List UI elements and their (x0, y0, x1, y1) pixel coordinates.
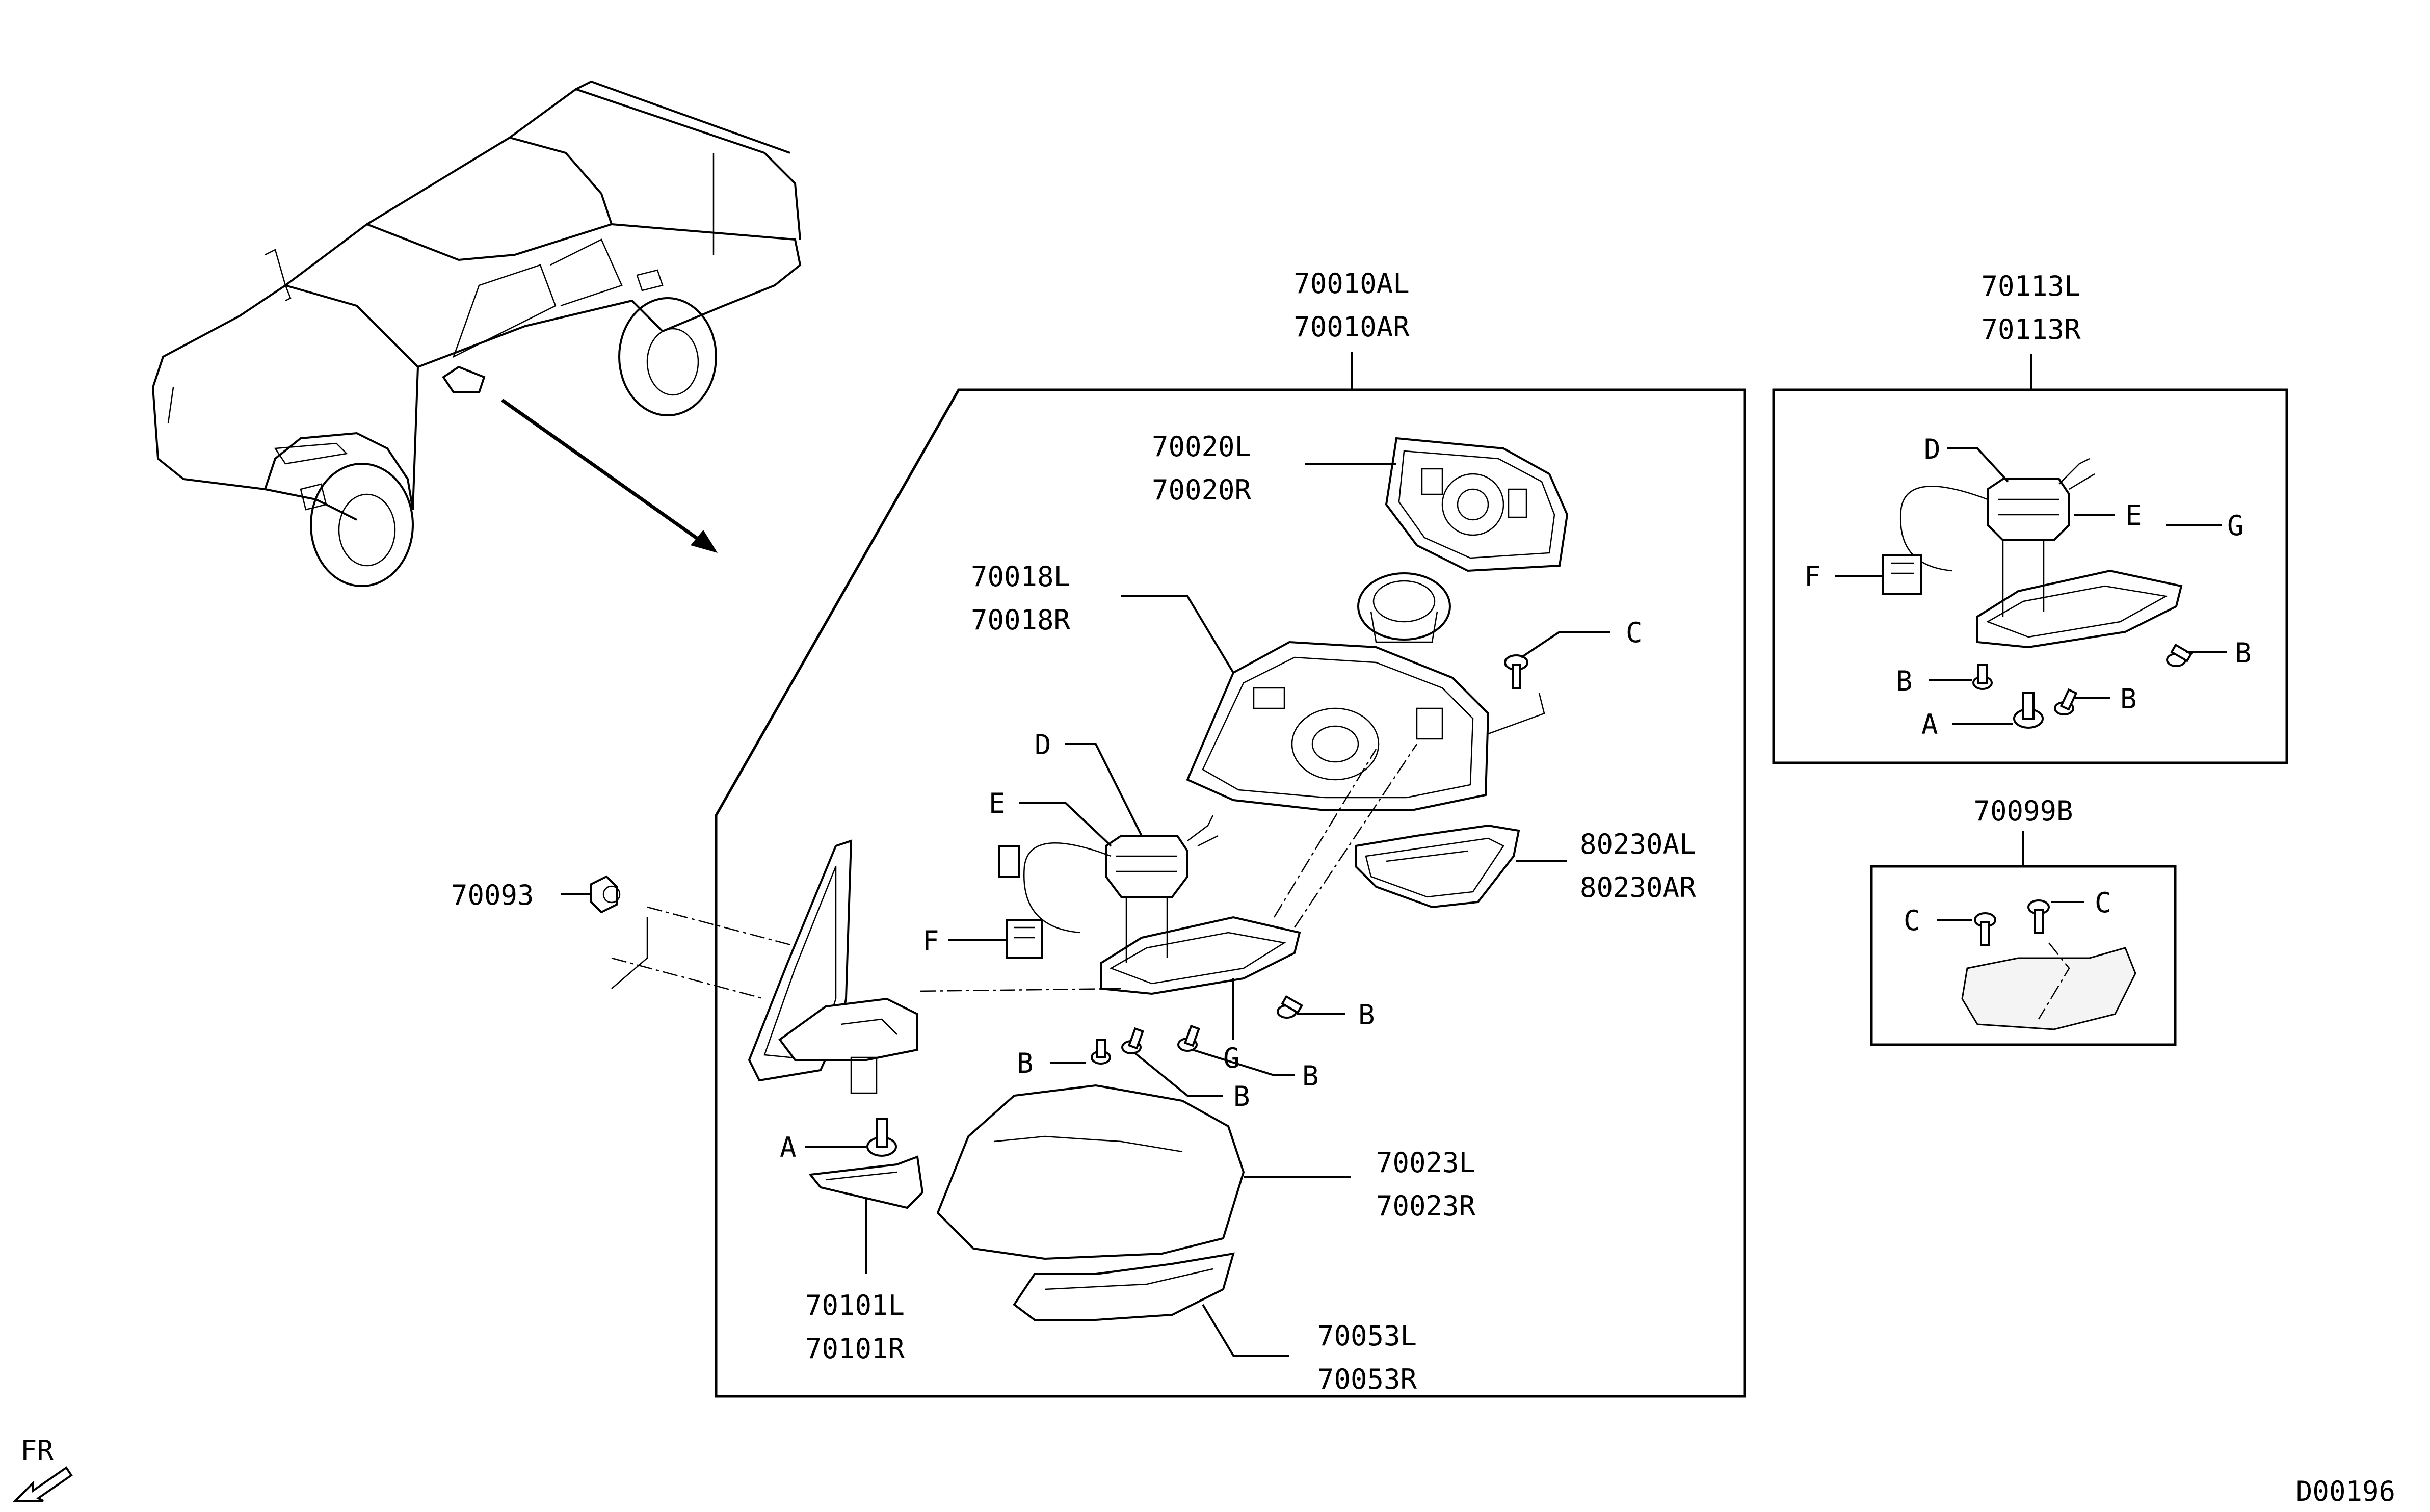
label-ref-b-inset-1: B (1896, 665, 1913, 697)
diagram-code: D00196 (2296, 1475, 2395, 1507)
label-lamp-r: 80230AR (1580, 871, 1696, 904)
bolt-a-part (866, 1118, 897, 1157)
label-cap-l: 70023L (1376, 1147, 1475, 1179)
label-ref-f-inset: F (1804, 561, 1821, 593)
label-ref-e-main: E (989, 787, 1006, 819)
label-ref-b-1: B (1017, 1047, 1034, 1079)
label-motor-l: 70113L (1981, 270, 2080, 302)
mirror-frame-part (1186, 641, 1490, 811)
screw-c-part (1504, 654, 1528, 689)
turn-lamp-part (1355, 824, 1520, 909)
label-ref-c-kit-2: C (2095, 887, 2111, 919)
mirror-cap-part (936, 1084, 1245, 1260)
mirror-assembly-box (715, 388, 1746, 1398)
label-ref-c-kit-1: C (1904, 905, 1920, 937)
label-frame-r: 70018R (971, 604, 1071, 636)
label-frame-l: 70018L (971, 561, 1070, 593)
mirror-glass-part (1385, 437, 1569, 572)
front-label: FR (20, 1435, 54, 1467)
lamp-cover-part (1013, 1252, 1235, 1321)
truck-illustration (152, 80, 802, 587)
label-glass-r: 70020R (1152, 474, 1252, 506)
label-motor-r: 70113R (1981, 313, 2081, 346)
motor-assembly-part (998, 815, 1301, 995)
base-cover-part (808, 1155, 924, 1209)
label-base-cover-l: 70101L (805, 1289, 905, 1321)
label-ref-g-main: G (1223, 1042, 1240, 1074)
label-ref-b-inset-3: B (2235, 637, 2252, 669)
label-ref-b-4: B (1358, 999, 1375, 1031)
label-ref-e-inset: E (2125, 499, 2142, 532)
label-cap-r: 70023R (1376, 1190, 1476, 1222)
label-ref-c-main: C (1626, 617, 1643, 649)
label-mirror-assy-r: 70010AR (1293, 311, 1410, 343)
label-lamp-cover-l: 70053L (1317, 1320, 1417, 1352)
label-lamp-l: 80230AL (1580, 828, 1696, 860)
label-base-cover-r: 70101R (805, 1333, 905, 1365)
label-ref-d-inset: D (1924, 433, 1941, 465)
arrow-pointer-icon (500, 399, 705, 544)
screw-kit-part (1961, 899, 2136, 1030)
nut-part (590, 875, 621, 914)
label-ref-a-inset: A (1921, 708, 1938, 740)
label-ref-g-inset: G (2227, 510, 2244, 542)
mirror-base-part (748, 839, 918, 1094)
label-mirror-assy-l: 70010AL (1293, 268, 1410, 300)
label-ref-f-main: F (922, 925, 939, 957)
front-arrow-icon (13, 1466, 73, 1502)
screw-b-parts (1091, 995, 1304, 1065)
actuator-part (1357, 572, 1451, 643)
label-glass-l: 70020L (1152, 431, 1251, 463)
motor-inset-part (1882, 458, 2193, 729)
label-ref-a-main: A (780, 1131, 797, 1163)
label-nut: 70093 (451, 879, 534, 911)
label-lamp-cover-r: 70053R (1317, 1363, 1417, 1395)
label-ref-b-2: B (1233, 1080, 1250, 1112)
label-ref-b-3: B (1302, 1060, 1319, 1092)
label-ref-d-main: D (1035, 729, 1051, 761)
label-screw-kit: 70099B (1973, 795, 2073, 827)
label-ref-b-inset-2: B (2120, 683, 2137, 715)
